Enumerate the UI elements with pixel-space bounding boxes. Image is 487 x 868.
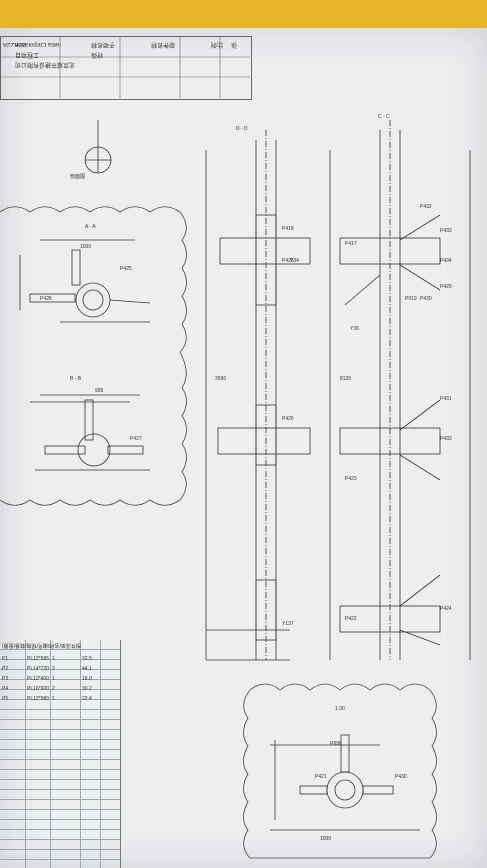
- table-cell: PL12*580: [27, 696, 49, 702]
- part-mark: Y137: [282, 621, 294, 627]
- part-mark: P424: [440, 606, 452, 612]
- part-mark: Y36: [350, 326, 359, 332]
- section-b-label: B - B: [70, 376, 82, 382]
- part-mark: P430: [395, 774, 407, 780]
- part-mark: Y34: [290, 258, 299, 264]
- table-cell: 2: [52, 666, 55, 672]
- table-cell: 1: [52, 676, 55, 682]
- dim-1000-bottom: 1000: [320, 836, 331, 842]
- section-view-b: [30, 394, 150, 471]
- table-cell: 18.0: [82, 676, 92, 682]
- part-mark: P433: [440, 436, 452, 442]
- part-mark: P431: [440, 396, 452, 402]
- column-elevation-right: [329, 120, 471, 660]
- table-header: 部件清单(名称/编号/规格/数量/重量): [2, 642, 81, 648]
- table-cell: P4: [2, 686, 9, 692]
- section-view-bottom: [270, 734, 420, 831]
- table-column-divider: [50, 640, 51, 868]
- part-mark: P418: [282, 226, 294, 232]
- part-mark: P426: [282, 416, 294, 422]
- table-column-divider: [25, 640, 26, 868]
- section-view-a: [19, 239, 151, 323]
- part-mark: P919: [405, 296, 417, 302]
- table-cell: 2: [52, 686, 55, 692]
- part-mark: P430: [420, 296, 432, 302]
- part-mark: P422: [345, 616, 357, 622]
- section-bottom-scale: 1:30: [335, 706, 345, 712]
- part-mark: P417: [345, 241, 357, 247]
- part-mark: P432: [420, 204, 432, 210]
- section-a-label: A - A: [85, 224, 96, 230]
- part-mark: P433: [440, 228, 452, 234]
- table-cell: PL16*600: [27, 686, 49, 692]
- revision-cloud-a: [0, 206, 187, 506]
- table-column-divider: [100, 640, 101, 868]
- title-block-grid: [0, 36, 250, 98]
- dim-8135: 8135: [340, 376, 351, 382]
- part-mark: P421: [315, 774, 327, 780]
- table-cell: 22.4: [82, 696, 92, 702]
- part-mark: P429: [440, 284, 452, 290]
- part-mark: P425: [120, 266, 132, 272]
- table-cell: PL14*720: [27, 666, 49, 672]
- part-marks: P418 P425 P426 P432 P433 P434 P429 P430 …: [40, 204, 452, 780]
- column-elevation-left: [205, 130, 311, 661]
- table-column-divider: [80, 640, 81, 868]
- table-cell: 30.2: [82, 686, 92, 692]
- part-mark: P423: [345, 476, 357, 482]
- dim-995: 995: [95, 388, 104, 394]
- table-cell: PL12*400: [27, 676, 49, 682]
- table-cell: P3: [2, 676, 9, 682]
- part-mark: P428: [40, 296, 52, 302]
- table-cell: 44.1: [82, 666, 92, 672]
- dim-1000-a: 1000: [80, 244, 91, 250]
- table-cell: P5: [2, 696, 9, 702]
- section-c-label: C - C: [378, 114, 390, 120]
- dim-3590: 3590: [215, 376, 226, 382]
- section-label-top: 剖面图: [70, 173, 85, 180]
- part-mark: P427: [130, 436, 142, 442]
- part-mark: P896: [330, 741, 342, 747]
- title-block: 2GKZ2A Tekla Corporation 工程项目 北京城市建设有限公司…: [0, 36, 252, 100]
- table-cell: 32.5: [82, 656, 92, 662]
- table-cell: 1: [52, 696, 55, 702]
- table-cell: P1: [2, 656, 9, 662]
- section-d-label: D - D: [236, 126, 248, 132]
- table-cell: P2: [2, 666, 9, 672]
- section-view-small-circle: [84, 120, 112, 174]
- revision-cloud-b: [243, 683, 437, 859]
- table-cell: 1: [52, 656, 55, 662]
- part-mark: P434: [440, 258, 452, 264]
- part-mark: P425: [282, 258, 294, 264]
- table-cell: PL12*595: [27, 656, 49, 662]
